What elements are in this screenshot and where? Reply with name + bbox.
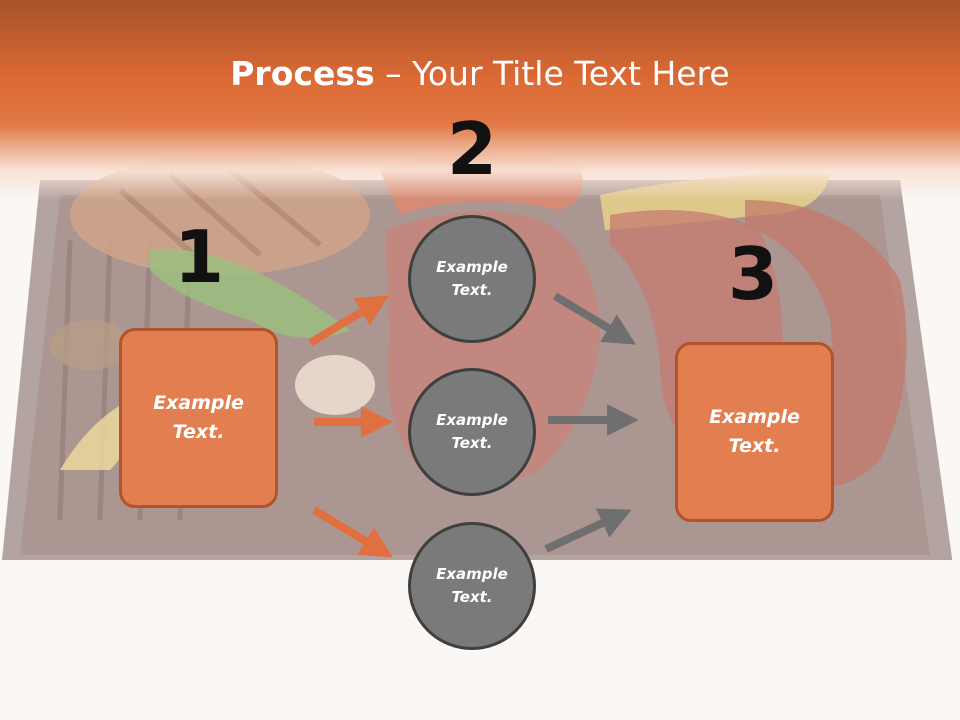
step-3-text: Example Text. bbox=[709, 406, 800, 457]
title-rest: – Your Title Text Here bbox=[374, 54, 730, 93]
step-3-box[interactable]: Example Text. bbox=[675, 342, 834, 522]
title-band bbox=[0, 0, 960, 200]
circle-text: Example Text. bbox=[436, 258, 508, 299]
arrow-1-to-2c bbox=[311, 506, 393, 558]
arrow-1-to-2a bbox=[307, 295, 389, 347]
arrow-2c-to-3 bbox=[544, 508, 632, 553]
step-2-circle-bottom[interactable]: Example Text. bbox=[408, 522, 536, 650]
step-2-circle-top[interactable]: Example Text. bbox=[408, 215, 536, 343]
step-number-2: 2 bbox=[446, 107, 498, 191]
step-1-text: Example Text. bbox=[153, 392, 244, 443]
step-number-3: 3 bbox=[727, 232, 779, 316]
title-bold: Process bbox=[230, 54, 375, 93]
step-2-circle-middle[interactable]: Example Text. bbox=[408, 368, 536, 496]
step-number-1: 1 bbox=[173, 215, 225, 299]
circle-text: Example Text. bbox=[436, 411, 508, 452]
step-1-box[interactable]: Example Text. bbox=[119, 328, 278, 508]
arrow-2a-to-3 bbox=[552, 292, 636, 345]
slide-title: Process – Your Title Text Here bbox=[0, 52, 960, 96]
circle-text: Example Text. bbox=[436, 565, 508, 606]
